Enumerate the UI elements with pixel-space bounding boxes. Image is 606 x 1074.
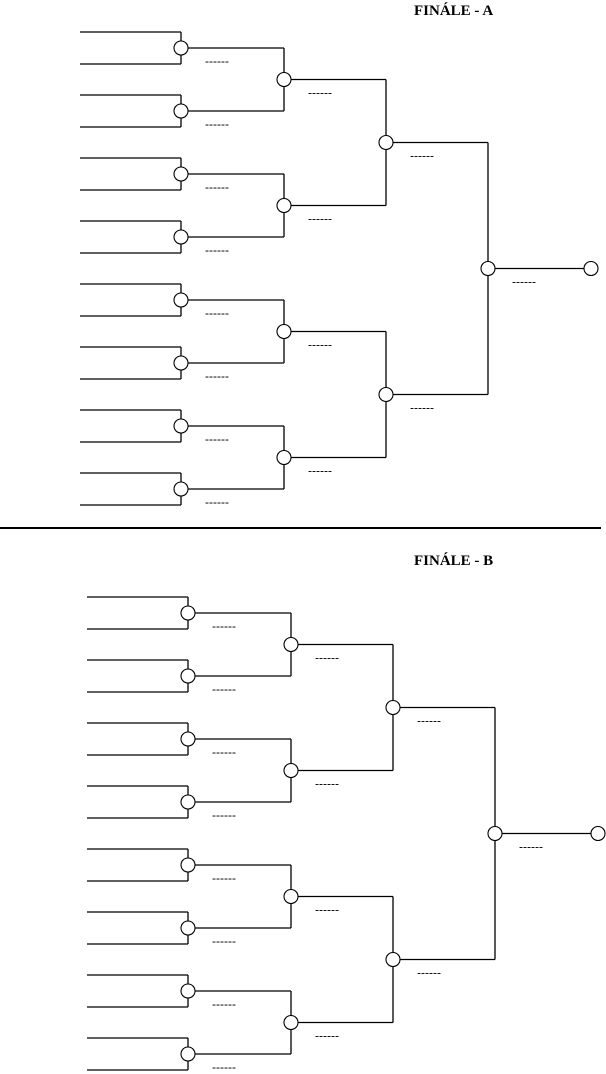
bracket-a-score-placeholder[interactable]: ------ <box>410 401 434 415</box>
bracket-a-score-placeholder[interactable]: ------ <box>205 243 229 257</box>
bracket-b-score-placeholder[interactable]: ------ <box>519 840 543 854</box>
bracket-b-score-placeholder[interactable]: ------ <box>212 808 236 822</box>
bracket-b-match-node[interactable] <box>180 668 196 684</box>
bracket-a-score-placeholder[interactable]: ------ <box>308 338 332 352</box>
bracket-a-score-placeholder[interactable]: ------ <box>205 117 229 131</box>
bracket-b-match-node[interactable] <box>180 605 196 621</box>
bracket-a-match-node[interactable] <box>276 197 292 214</box>
bracket-a-match-node[interactable] <box>173 418 189 434</box>
bracket-b-match-node[interactable] <box>283 762 299 779</box>
bracket-b-score-placeholder[interactable]: ------ <box>212 682 236 696</box>
bracket-a-match-node[interactable] <box>276 71 292 88</box>
bracket-b-score-placeholder[interactable]: ------ <box>315 1029 339 1043</box>
bracket-a-match-node[interactable] <box>173 166 189 182</box>
bracket-a-score-placeholder[interactable]: ------ <box>205 432 229 446</box>
bracket-a-match-node[interactable] <box>173 103 189 119</box>
bracket-b-match-node[interactable] <box>180 920 196 936</box>
bracket-b-score-placeholder[interactable]: ------ <box>212 871 236 885</box>
bracket-b-score-placeholder[interactable]: ------ <box>212 745 236 759</box>
bracket-a-match-node[interactable] <box>276 323 292 340</box>
bracket-a-match-node[interactable] <box>173 355 189 371</box>
bracket-b-score-placeholder[interactable]: ------ <box>417 714 441 728</box>
bracket-a-score-placeholder[interactable]: ------ <box>205 306 229 320</box>
bracket-b-score-placeholder[interactable]: ------ <box>212 997 236 1011</box>
bracket-b-score-placeholder[interactable]: ------ <box>212 1060 236 1074</box>
bracket-b-match-node[interactable] <box>283 636 299 653</box>
bracket-a-match-node[interactable] <box>378 134 394 151</box>
bracket-b-winner-node[interactable] <box>590 825 606 842</box>
bracket-b-match-node[interactable] <box>283 888 299 905</box>
bracket-a-match-node[interactable] <box>173 40 189 56</box>
bracket-a-score-placeholder[interactable]: ------ <box>308 86 332 100</box>
bracket-a-match-node[interactable] <box>173 229 189 245</box>
bracket-b-match-node[interactable] <box>385 699 401 716</box>
bracket-b-match-node[interactable] <box>180 983 196 999</box>
bracket-a-match-node[interactable] <box>173 481 189 497</box>
bracket-b-score-placeholder[interactable]: ------ <box>212 934 236 948</box>
bracket-b-match-node[interactable] <box>180 1046 196 1062</box>
bracket-a-score-placeholder[interactable]: ------ <box>308 212 332 226</box>
bracket-a-score-placeholder[interactable]: ------ <box>205 495 229 509</box>
bracket-a-winner-node[interactable] <box>583 260 599 277</box>
bracket-b-match-node[interactable] <box>283 1014 299 1031</box>
section-divider <box>0 527 601 529</box>
bracket-a-score-placeholder[interactable]: ------ <box>205 180 229 194</box>
bracket-b-score-placeholder[interactable]: ------ <box>315 903 339 917</box>
bracket-a-score-placeholder[interactable]: ------ <box>410 149 434 163</box>
bracket-b-score-placeholder[interactable]: ------ <box>315 777 339 791</box>
bracket-b-match-node[interactable] <box>385 951 401 968</box>
bracket-a-match-node[interactable] <box>480 260 496 277</box>
bracket-b-match-node[interactable] <box>180 857 196 873</box>
bracket-b-score-placeholder[interactable]: ------ <box>212 619 236 633</box>
bracket-a-match-node[interactable] <box>378 386 394 403</box>
bracket-a-score-placeholder[interactable]: ------ <box>512 275 536 289</box>
bracket-a-match-node[interactable] <box>173 292 189 308</box>
bracket-a-title: FINÁLE - A <box>414 3 494 19</box>
bracket-a-match-node[interactable] <box>276 449 292 466</box>
bracket-b-match-node[interactable] <box>487 825 503 842</box>
bracket-a-score-placeholder[interactable]: ------ <box>205 369 229 383</box>
bracket-a-score-placeholder[interactable]: ------ <box>308 464 332 478</box>
bracket-b-title: FINÁLE - B <box>414 553 494 569</box>
bracket-a-score-placeholder[interactable]: ------ <box>205 54 229 68</box>
bracket-b-match-node[interactable] <box>180 794 196 810</box>
bracket-b-match-node[interactable] <box>180 731 196 747</box>
bracket-b-score-placeholder[interactable]: ------ <box>417 966 441 980</box>
bracket-b-score-placeholder[interactable]: ------ <box>315 651 339 665</box>
